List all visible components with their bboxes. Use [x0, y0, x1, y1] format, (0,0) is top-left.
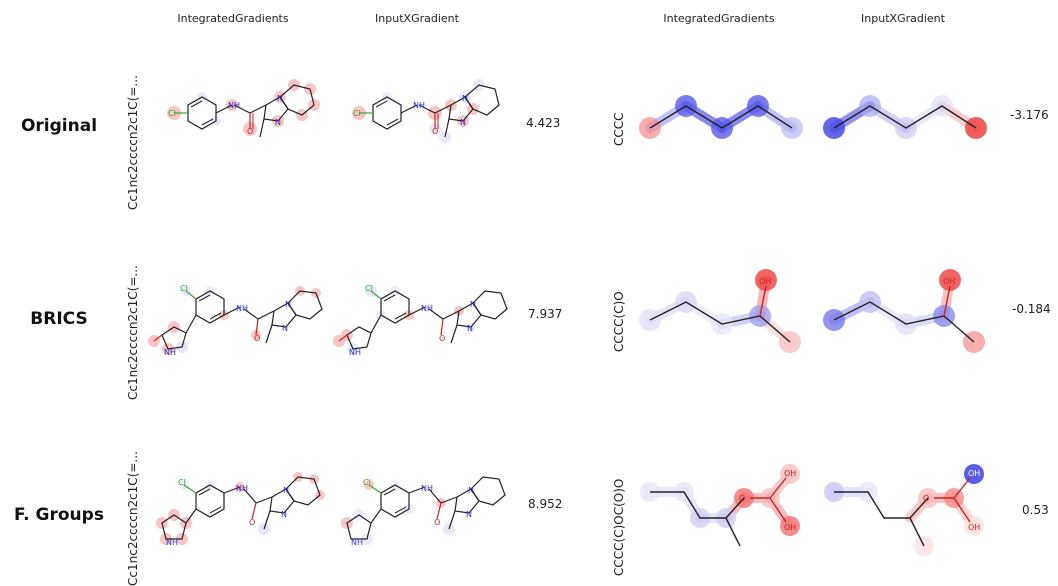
atom-nh: NH	[228, 101, 240, 110]
right-score-2: -0.184	[1012, 302, 1051, 316]
atom-oh: OH	[759, 277, 771, 286]
atom-oh: OH	[784, 523, 796, 532]
atom-n: N	[467, 324, 473, 333]
left-smiles-fgroups: Cc1nc2ccccn2c1C(=...	[126, 451, 140, 586]
atom-n: N	[468, 486, 474, 495]
atom-o: O	[247, 127, 253, 136]
right-score-1: -3.176	[1010, 108, 1049, 122]
right-smiles-1: CCCC	[612, 112, 626, 146]
row-label-brics: BRICS	[30, 309, 88, 329]
mol-original-ixg: Cl NH O N N	[352, 79, 500, 143]
atom-nh: NH	[413, 101, 425, 110]
atom-o: O	[249, 518, 255, 527]
atom-nh: NH	[166, 538, 178, 547]
left-smiles-original: Cc1nc2ccccn2c1C(=...	[126, 75, 140, 210]
atom-n: N	[285, 300, 291, 309]
right-header-ig: IntegratedGradients	[663, 12, 775, 25]
right-score-3: 0.53	[1022, 503, 1049, 517]
atom-oh: OH	[784, 469, 796, 478]
atom-o: O	[739, 494, 745, 503]
atom-oh: OH	[943, 277, 955, 286]
atom-n: N	[462, 94, 468, 103]
atom-n: N	[460, 118, 466, 127]
atom-n: N	[283, 486, 289, 495]
left-score-fgroups: 8.952	[528, 497, 563, 511]
atom-nh: NH	[421, 484, 433, 493]
row-label-original: Original	[20, 116, 98, 136]
row-label-fgroups: F. Groups	[14, 505, 104, 525]
atom-cl: Cl	[363, 478, 371, 487]
right-smiles-3: CCCC(C)OC(O)O	[612, 478, 626, 576]
atom-nh: NH	[349, 348, 361, 357]
mol-ccccco-ig: OH	[639, 269, 801, 353]
mol-fgroups-ig: Cl NH O N N NH	[156, 472, 325, 547]
atom-cl: Cl	[168, 109, 176, 118]
mol-ccccc-oc-ixg: O OH OH	[824, 464, 984, 556]
atom-n: N	[282, 324, 288, 333]
atom-cl: Cl	[180, 284, 188, 293]
mol-fgroups-ixg: Cl NH O N N NH	[341, 476, 506, 547]
mol-brics-ixg: Cl NH O N N NH	[333, 284, 508, 357]
atom-n: N	[466, 510, 472, 519]
atom-nh: NH	[421, 304, 433, 313]
left-header-ixg: InputXGradient	[375, 12, 459, 25]
mol-ccccc-oc-ig: O OH OH	[640, 464, 800, 547]
atom-nh: NH	[351, 538, 363, 547]
atom-o: O	[254, 334, 260, 343]
atom-nh: NH	[164, 348, 176, 357]
left-score-brics: 7.937	[528, 307, 563, 321]
atom-o: O	[923, 494, 929, 503]
atom-o: O	[439, 334, 445, 343]
mol-ccccco-ixg: OH	[823, 269, 985, 353]
left-smiles-brics: Cc1nc2ccccn2c1C(=...	[126, 265, 140, 400]
mol-cccc-ixg	[823, 95, 987, 139]
right-header-ixg: InputXGradient	[861, 12, 945, 25]
atom-oh: OH	[968, 469, 980, 478]
atom-nh: NH	[236, 484, 248, 493]
atom-cl: Cl	[365, 284, 373, 293]
atom-o: O	[434, 518, 440, 527]
atom-cl: Cl	[353, 109, 361, 118]
mol-original-ig: Cl NH O N N	[167, 79, 320, 138]
mol-brics-ig: Cl NH O N N NH	[148, 284, 323, 357]
atom-n: N	[281, 510, 287, 519]
atom-n: N	[470, 300, 476, 309]
left-header-ig: IntegratedGradients	[177, 12, 289, 25]
atom-n: N	[275, 118, 281, 127]
right-smiles-2: CCCC(C)O	[612, 291, 626, 352]
left-score-original: 4.423	[526, 116, 561, 130]
mol-cccc-ig	[639, 95, 803, 139]
atom-n: N	[277, 94, 283, 103]
atom-o: O	[432, 127, 438, 136]
atom-cl: Cl	[178, 478, 186, 487]
atom-nh: NH	[236, 304, 248, 313]
atom-oh: OH	[968, 523, 980, 532]
